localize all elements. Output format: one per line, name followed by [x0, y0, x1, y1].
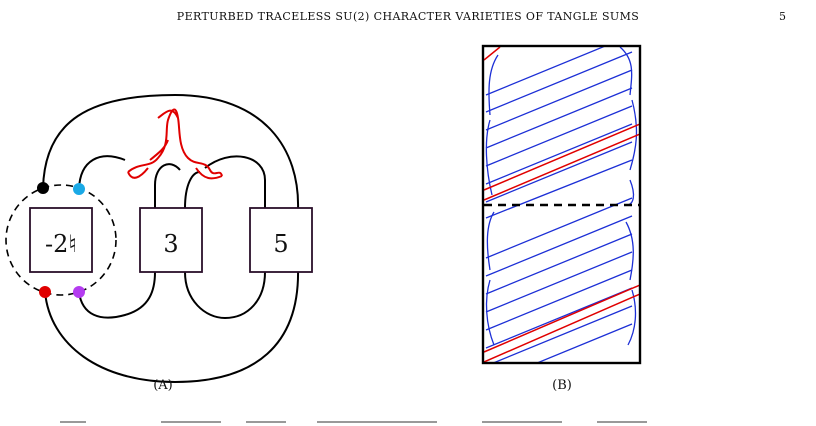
inner-top-arc-4 [184, 171, 201, 209]
box-minus-2: -2♮ [29, 207, 93, 273]
dot-purple [73, 286, 85, 298]
box-label-5: 5 [273, 230, 288, 258]
caption-b: (B) [552, 378, 572, 393]
caption-a: (A) [153, 378, 173, 393]
dot-red [39, 286, 51, 298]
box-label-minus-2: -2♮ [45, 230, 77, 258]
curve-lattice [484, 47, 639, 362]
frame [481, 44, 642, 365]
box-5: 5 [249, 207, 313, 273]
inner-top-arc-2 [154, 163, 181, 208]
dot-black [37, 182, 49, 194]
outer-top-arc [42, 93, 300, 211]
running-title: PERTURBED TRACELESS SU(2) CHARACTER VARI… [176, 10, 640, 23]
box-label-3: 3 [163, 230, 178, 258]
outer-bottom-arc [44, 267, 300, 384]
dashed-circle [5, 184, 117, 296]
box-3: 3 [139, 207, 203, 273]
inner-bottom-arc-1 [78, 271, 156, 319]
perturbation-curve [127, 108, 223, 180]
cut-off-text-line [60, 408, 760, 426]
dot-cyan [73, 183, 85, 195]
inner-top-arc-3 [204, 155, 266, 208]
page-header: PERTURBED TRACELESS SU(2) CHARACTER VARI… [0, 10, 816, 30]
inner-bottom-arc-2 [184, 271, 266, 320]
panel-b: (B) [481, 44, 642, 393]
panel-a: -2♮ 3 5 (A) [5, 93, 313, 393]
inner-top-arc-1 [78, 155, 126, 190]
page-number: 5 [779, 10, 786, 23]
